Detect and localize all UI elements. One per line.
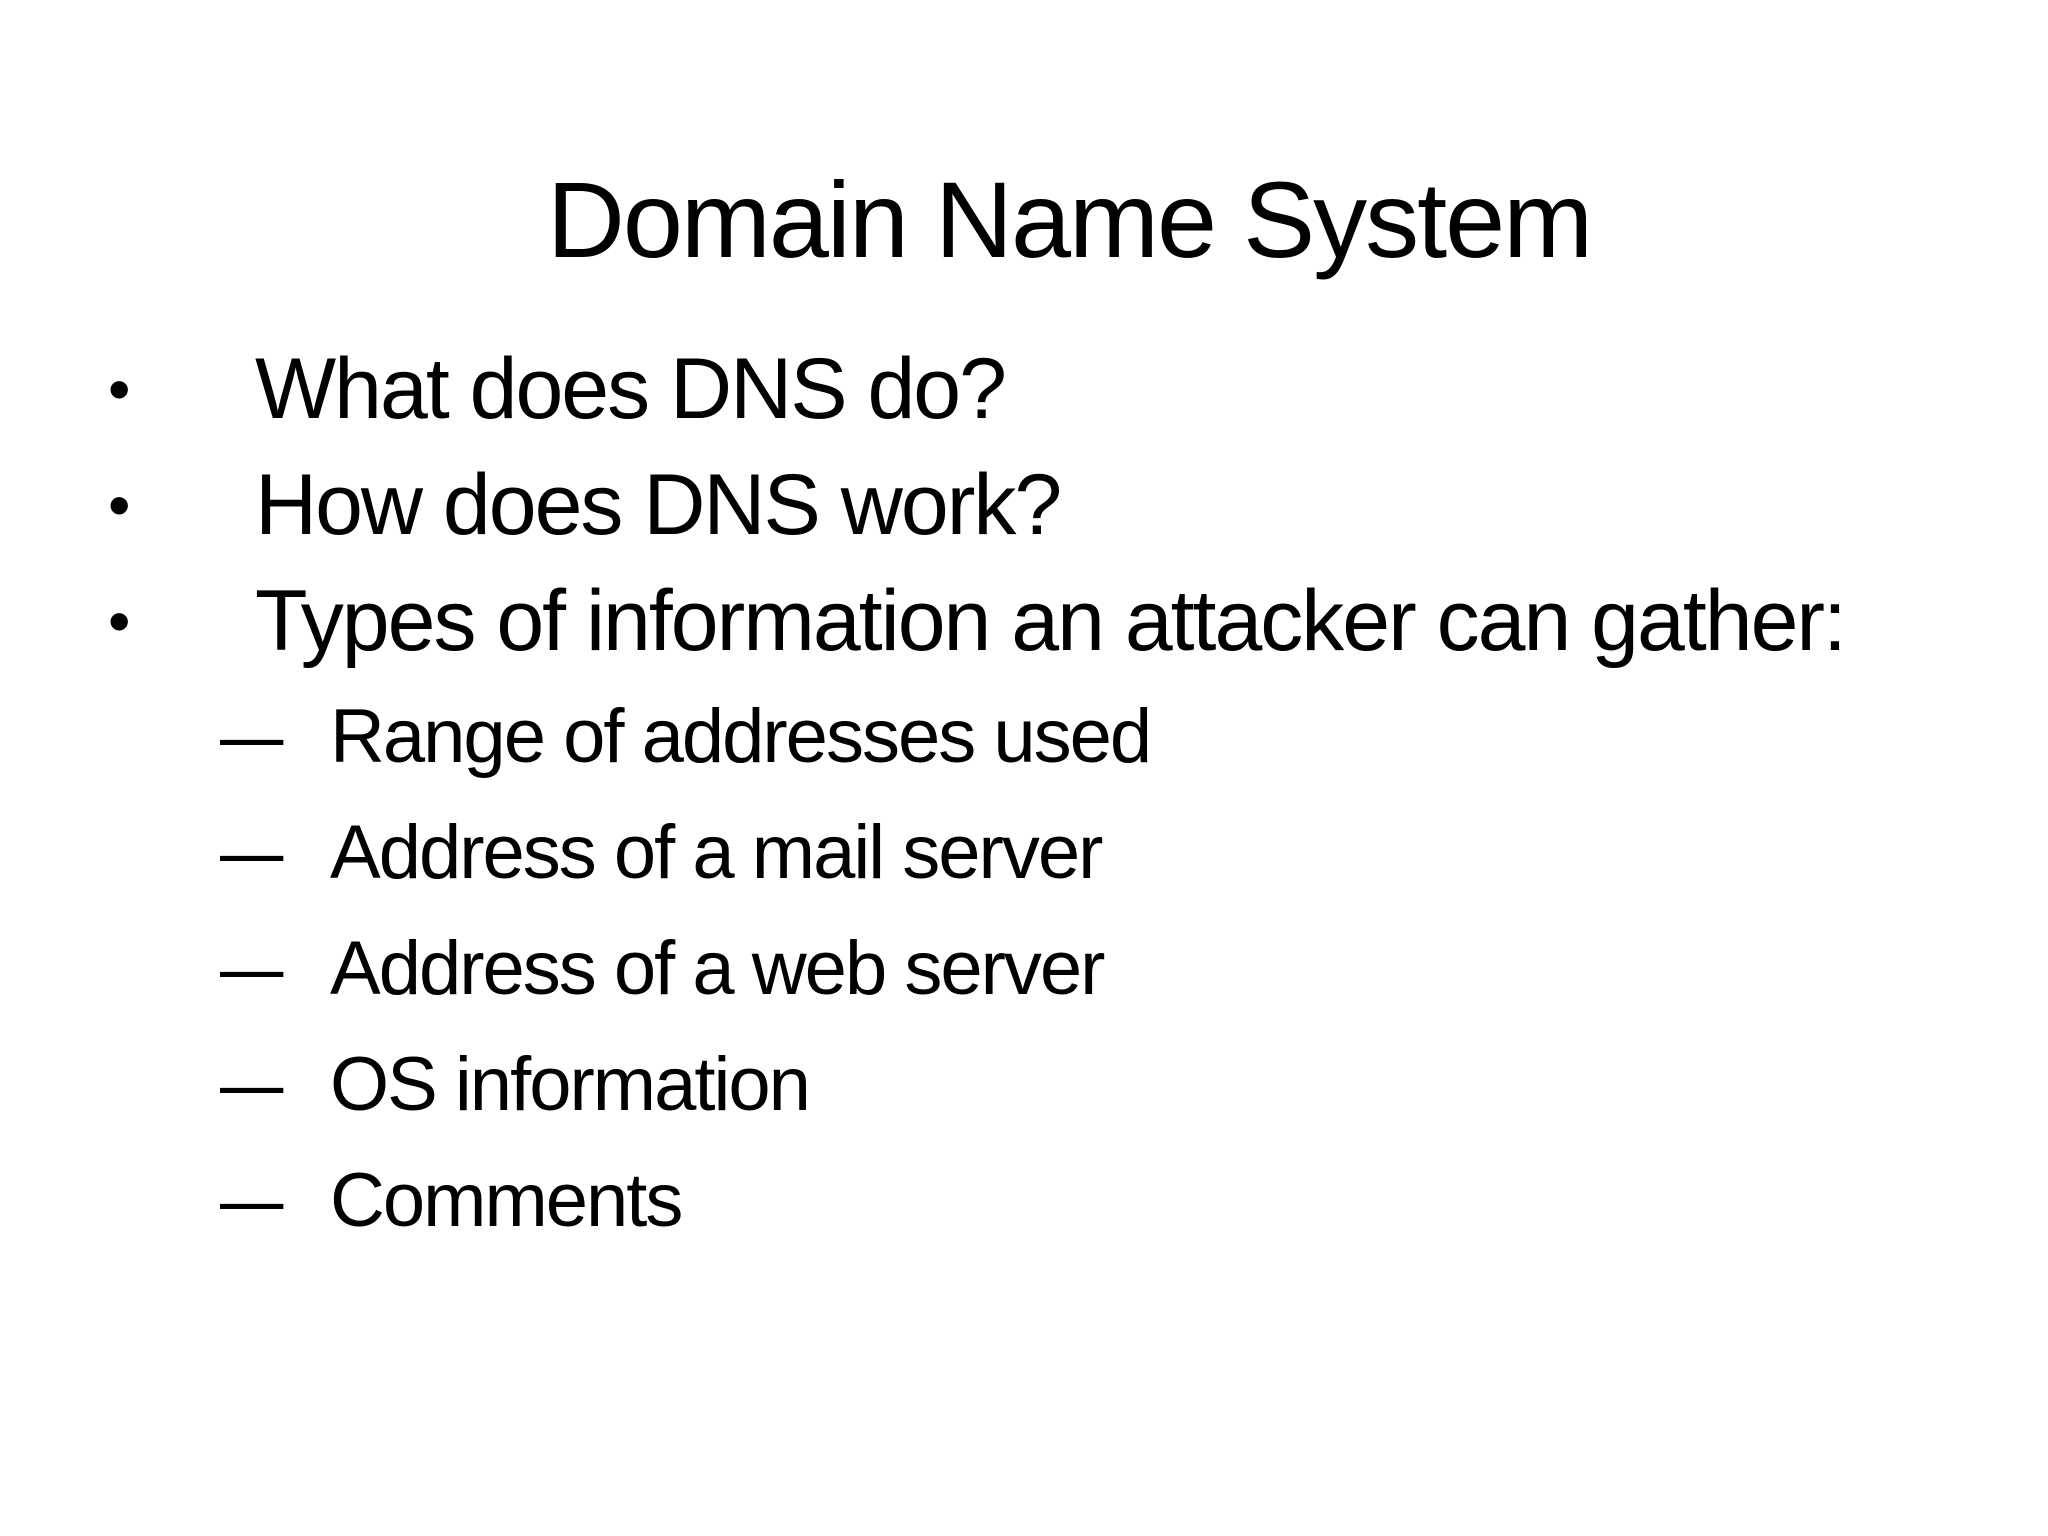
sub-bullet-item: –Address of a web server xyxy=(0,911,2048,1027)
bullet-item: • How does DNS work? xyxy=(0,447,2048,563)
bullet-text: Comments xyxy=(330,1158,683,1243)
bullet-dash-glyph: – xyxy=(220,694,284,779)
bullet-text: Address of a mail server xyxy=(330,810,1103,895)
bullet-text: Address of a web server xyxy=(330,926,1105,1011)
sub-bullet-item: –Range of addresses used xyxy=(0,679,2048,795)
sub-bullet-item: –Address of a mail server xyxy=(0,795,2048,911)
bullet-text: Range of addresses used xyxy=(330,694,1152,779)
bullet-dot-glyph: • xyxy=(108,469,131,541)
bullet-dash-glyph: – xyxy=(220,926,284,1011)
bullet-text: What does DNS do? xyxy=(255,341,1007,437)
bullet-dot-glyph: • xyxy=(108,585,131,657)
bullet-dash-glyph: – xyxy=(220,1158,284,1243)
bullet-item: • What does DNS do? xyxy=(0,331,2048,447)
bullet-dot-glyph: • xyxy=(108,353,131,425)
bullet-list: • What does DNS do? • How does DNS work? • Ty… xyxy=(0,331,2048,1259)
bullet-dash-glyph: – xyxy=(220,810,284,895)
bullet-text: OS information xyxy=(330,1042,811,1127)
sub-bullet-item: –OS information xyxy=(0,1027,2048,1143)
sub-bullet-item: –Comments xyxy=(0,1143,2048,1259)
bullet-text: How does DNS work? xyxy=(255,457,1062,553)
slide-title: Domain Name System xyxy=(546,159,1593,280)
bullet-item: • Types of information an attacker can ga… xyxy=(0,563,2048,679)
bullet-dash-glyph: – xyxy=(220,1042,284,1127)
bullet-text: Types of information an attacker can gat… xyxy=(255,573,1847,669)
